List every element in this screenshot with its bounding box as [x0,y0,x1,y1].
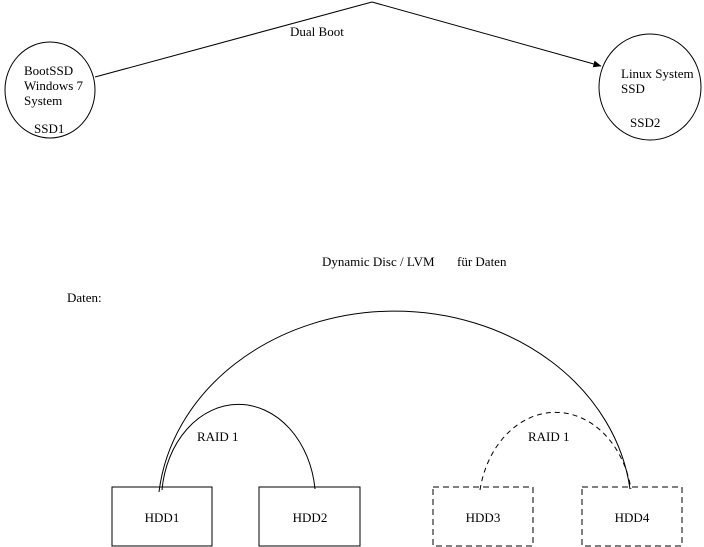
hdd2-label: HDD2 [293,510,328,525]
lvm-label-suffix: für Daten [457,254,507,269]
ssd2-circle [598,33,702,141]
hdd1-label: HDD1 [145,510,180,525]
raid1-right-label: RAID 1 [528,429,570,444]
hdd4-label: HDD4 [615,510,650,525]
lvm-arc [158,310,631,493]
ssd1-circle [4,41,96,139]
hdd3-label: HDD3 [466,510,501,525]
ssd2-line2: SSD [621,81,645,96]
ssd1-line2: Windows 7 [24,78,84,93]
dual-boot-label: Dual Boot [290,24,344,39]
raid1-left-arc [161,403,316,491]
hdd3-box [432,486,534,547]
ssd1-line1: BootSSD [24,63,73,78]
ssd2-line1: Linux System [621,66,694,81]
ssd2-label: SSD2 [630,115,660,130]
dualboot-line-to-ssd1 [94,1,373,78]
ssd1-label: SSD1 [34,121,64,136]
raid1-right-arc [479,411,632,491]
hdd2-box [258,486,361,547]
daten-label: Daten: [67,290,102,305]
raid1-left-label: RAID 1 [197,429,239,444]
lvm-label: Dynamic Disc / LVM [322,254,435,269]
hdd4-box [581,486,683,547]
dualboot-arrow-to-ssd2 [371,1,602,68]
ssd1-line3: System [24,93,62,108]
hdd1-box [111,486,213,547]
